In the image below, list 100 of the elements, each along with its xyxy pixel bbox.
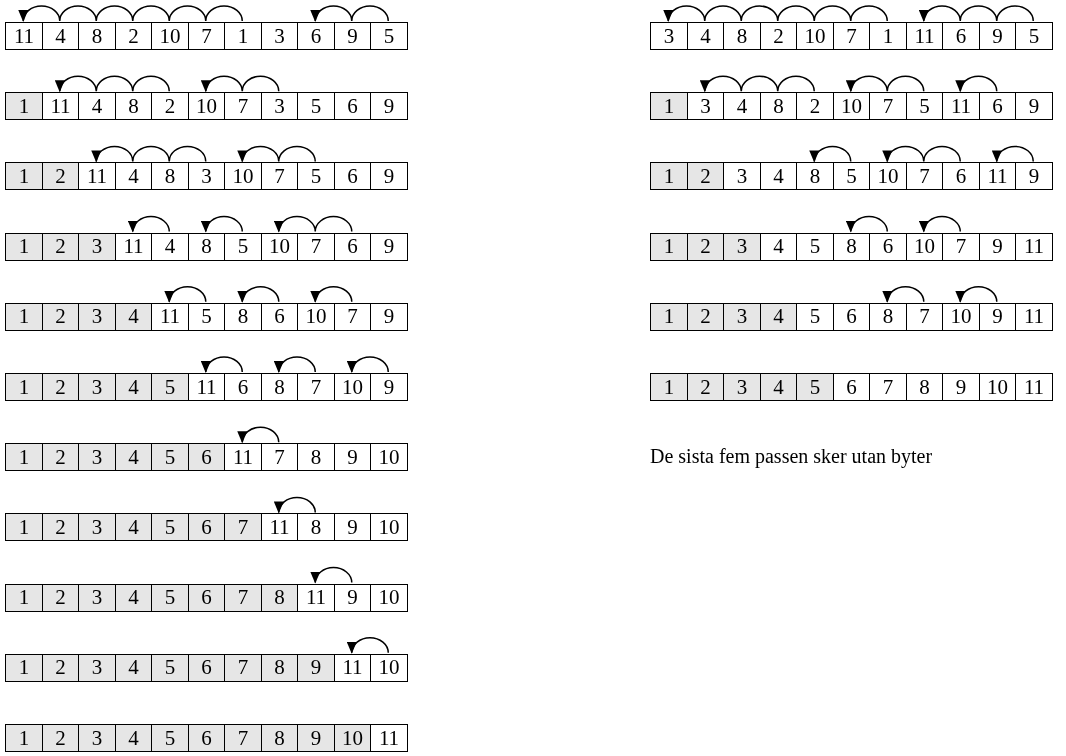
array-cell: 5 xyxy=(187,302,226,331)
array-cell: 8 xyxy=(759,92,798,121)
array-cell: 7 xyxy=(942,232,980,261)
array-cell: 7 xyxy=(832,22,871,50)
array-cell: 8 xyxy=(260,724,299,752)
array-cell: 5 xyxy=(796,302,834,331)
array-cell: 2 xyxy=(41,162,80,191)
array-cell: 7 xyxy=(869,373,907,401)
array-cell: 10 xyxy=(370,443,408,472)
array-cell: 6 xyxy=(942,22,980,50)
array-cell: 4 xyxy=(78,92,116,121)
array-cell: 5 xyxy=(796,232,834,261)
array-cell: 7 xyxy=(905,162,944,191)
array-cell: 8 xyxy=(151,162,189,191)
array-cell: 9 xyxy=(978,22,1017,50)
array-cell: 3 xyxy=(723,232,761,261)
array-cell: 1 xyxy=(224,22,262,50)
array-cell: 1 xyxy=(650,302,688,331)
array-cell: 9 xyxy=(370,232,408,261)
array-cell: 3 xyxy=(723,373,761,401)
array-cell: 10 xyxy=(370,513,408,542)
array-cell: 6 xyxy=(187,724,226,752)
array-cell: 2 xyxy=(41,373,80,401)
array-cell: 1 xyxy=(5,443,43,472)
array-cell: 4 xyxy=(759,373,798,401)
array-cell: 2 xyxy=(41,653,80,682)
array-cell: 2 xyxy=(41,513,80,542)
array-cell: 10 xyxy=(151,22,189,50)
array-cell: 6 xyxy=(333,162,372,191)
array-cell: 10 xyxy=(370,653,408,682)
array-cell: 6 xyxy=(942,162,980,191)
array-cell: 11 xyxy=(260,513,299,542)
array-cell: 10 xyxy=(905,232,944,261)
array-cell: 5 xyxy=(151,653,189,682)
array-cell: 6 xyxy=(869,232,907,261)
array-cell: 1 xyxy=(5,373,43,401)
array-cell: 9 xyxy=(1015,92,1053,121)
array-cell: 3 xyxy=(78,513,116,542)
array-cell: 1 xyxy=(650,373,688,401)
array-cell: 3 xyxy=(723,162,761,191)
array-cell: 4 xyxy=(759,302,798,331)
array-cell: 4 xyxy=(759,232,798,261)
array-cell: 1 xyxy=(5,232,43,261)
array-cell: 5 xyxy=(151,724,189,752)
array-cell: 6 xyxy=(832,302,871,331)
array-cell: 5 xyxy=(151,373,189,401)
array-cell: 6 xyxy=(187,513,226,542)
array-cell: 11 xyxy=(978,162,1017,191)
array-cell: 5 xyxy=(151,583,189,612)
array-cell: 3 xyxy=(686,92,725,121)
array-cell: 11 xyxy=(187,373,226,401)
array-cell: 7 xyxy=(224,653,262,682)
array-cell: 10 xyxy=(297,302,335,331)
array-cell: 6 xyxy=(978,92,1017,121)
array-cell: 4 xyxy=(151,232,189,261)
array-cell: 9 xyxy=(370,302,408,331)
array-cell: 3 xyxy=(187,162,226,191)
array-cell: 9 xyxy=(333,513,372,542)
array-cell: 3 xyxy=(260,92,299,121)
array-cell: 11 xyxy=(333,653,372,682)
array-cell: 10 xyxy=(832,92,871,121)
array-cell: 3 xyxy=(78,724,116,752)
array-cell: 4 xyxy=(41,22,80,50)
array-cell: 8 xyxy=(224,302,262,331)
array-cell: 6 xyxy=(333,92,372,121)
array-cell: 7 xyxy=(869,92,907,121)
array-cell: 9 xyxy=(297,724,335,752)
array-cell: 10 xyxy=(260,232,299,261)
array-cell: 8 xyxy=(114,92,153,121)
array-cell: 8 xyxy=(78,22,116,50)
array-cell: 4 xyxy=(114,583,153,612)
array-cell: 4 xyxy=(114,653,153,682)
array-cell: 2 xyxy=(686,162,725,191)
array-cell: 10 xyxy=(978,373,1017,401)
array-cell: 6 xyxy=(832,373,871,401)
array-cell: 3 xyxy=(78,443,116,472)
array-cell: 4 xyxy=(114,162,153,191)
note-text: De sista fem passen sker utan byter xyxy=(650,445,933,469)
array-cell: 3 xyxy=(78,653,116,682)
array-cell: 8 xyxy=(187,232,226,261)
array-cell: 10 xyxy=(370,583,408,612)
array-cell: 2 xyxy=(41,724,80,752)
array-cell: 1 xyxy=(650,232,688,261)
array-cell: 4 xyxy=(723,92,761,121)
array-cell: 10 xyxy=(869,162,907,191)
array-cell: 7 xyxy=(224,513,262,542)
array-cell: 9 xyxy=(333,583,372,612)
array-cell: 2 xyxy=(759,22,798,50)
array-cell: 11 xyxy=(5,22,43,50)
array-cell: 2 xyxy=(796,92,834,121)
array-cell: 4 xyxy=(686,22,725,50)
array-cell: 1 xyxy=(5,583,43,612)
array-cell: 10 xyxy=(224,162,262,191)
array-cell: 11 xyxy=(114,232,153,261)
array-cell: 7 xyxy=(260,162,299,191)
array-cell: 7 xyxy=(297,373,335,401)
array-cell: 5 xyxy=(151,513,189,542)
array-cell: 2 xyxy=(41,583,80,612)
array-cell: 1 xyxy=(5,653,43,682)
array-cell: 1 xyxy=(5,724,43,752)
